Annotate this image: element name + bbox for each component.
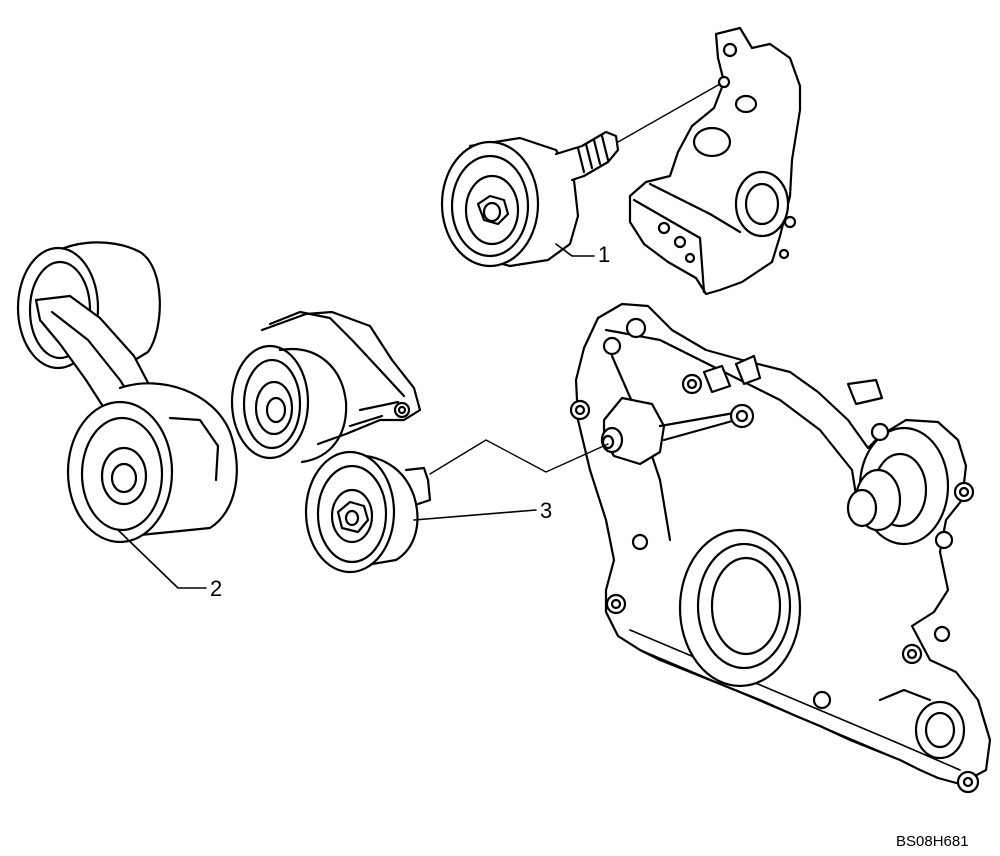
callout-2: 2 xyxy=(210,576,223,601)
idler-pulley-3 xyxy=(304,439,609,574)
belt-tensioner-2 xyxy=(16,241,238,544)
mounting-bracket xyxy=(628,26,802,296)
callout-3: 3 xyxy=(540,498,553,523)
callout-2-leader xyxy=(117,529,207,589)
idler-pulley-1 xyxy=(440,83,721,268)
callout-1: 1 xyxy=(598,242,611,267)
timing-cover xyxy=(569,302,992,794)
callout-1-leader xyxy=(555,243,595,257)
belt-tensioner-middle xyxy=(230,310,422,464)
callout-3-leader xyxy=(413,509,537,521)
callout-leaders xyxy=(117,243,595,589)
figure-code: BS08H681 xyxy=(896,833,969,850)
